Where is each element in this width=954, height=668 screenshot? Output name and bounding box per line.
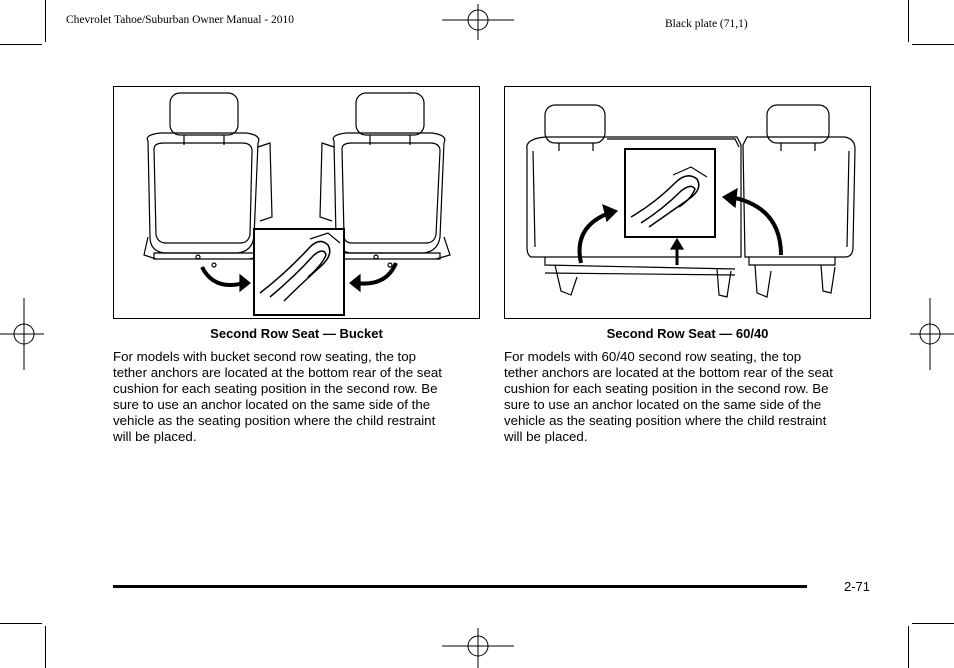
crop-mark-br-h <box>912 623 954 624</box>
arrow-right-icon <box>730 195 783 256</box>
plate-label: Black plate (71,1) <box>665 18 748 30</box>
bench-seat-illustration <box>526 104 856 298</box>
page-number: 2-71 <box>843 579 870 594</box>
text-line: tether anchors are located at the bottom… <box>113 365 442 380</box>
crop-mark-tr-v <box>908 0 909 42</box>
figure-6040-seat <box>504 86 871 319</box>
text-line: cushion for each seating position in the… <box>113 381 438 396</box>
caption-6040: Second Row Seat — 60/40 <box>606 326 769 341</box>
text-line: tether anchors are located at the bottom… <box>504 365 833 380</box>
text-line: vehicle as the seating position where th… <box>113 413 436 428</box>
footer-rule <box>113 585 807 588</box>
text-line: sure to use an anchor located on the sam… <box>113 397 431 412</box>
registration-mark-bottom-icon <box>442 628 514 668</box>
arrow-right-head-icon <box>721 187 738 209</box>
figure-bucket-seat <box>113 86 480 319</box>
crop-mark-br-v <box>908 626 909 668</box>
arrow-right-icon <box>355 262 398 286</box>
text-line: cushion for each seating position in the… <box>504 381 829 396</box>
anchor-detail-inset <box>253 228 345 316</box>
text-line: vehicle as the seating position where th… <box>504 413 827 428</box>
text-line: will be placed. <box>113 429 197 444</box>
arrow-right-head-icon <box>349 273 361 293</box>
text-line: For models with bucket second row seatin… <box>113 349 417 364</box>
crop-mark-bl-h <box>0 623 42 624</box>
crop-mark-tl-v <box>45 0 46 42</box>
crop-mark-tl-h <box>0 44 42 45</box>
crop-mark-bl-v <box>45 626 46 668</box>
bucket-seat-left-illustration <box>143 92 273 268</box>
manual-title: Chevrolet Tahoe/Suburban Owner Manual - … <box>66 14 294 26</box>
paragraph-bucket: For models with bucket second row seatin… <box>113 349 488 445</box>
anchor-detail-inset <box>624 148 716 238</box>
paragraph-6040: For models with 60/40 second row seating… <box>504 349 879 445</box>
registration-mark-left-icon <box>0 298 44 370</box>
caption-bucket: Second Row Seat — Bucket <box>210 326 383 341</box>
registration-mark-right-icon <box>910 298 954 370</box>
arrow-left-icon <box>577 211 610 264</box>
text-line: will be placed. <box>504 429 588 444</box>
registration-mark-top-icon <box>442 4 514 40</box>
text-line: sure to use an anchor located on the sam… <box>504 397 822 412</box>
arrow-left-icon <box>200 266 245 287</box>
arrow-left-head-icon <box>239 273 251 293</box>
text-line: For models with 60/40 second row seating… <box>504 349 802 364</box>
arrow-left-head-icon <box>602 203 619 223</box>
crop-mark-tr-h <box>912 44 954 45</box>
